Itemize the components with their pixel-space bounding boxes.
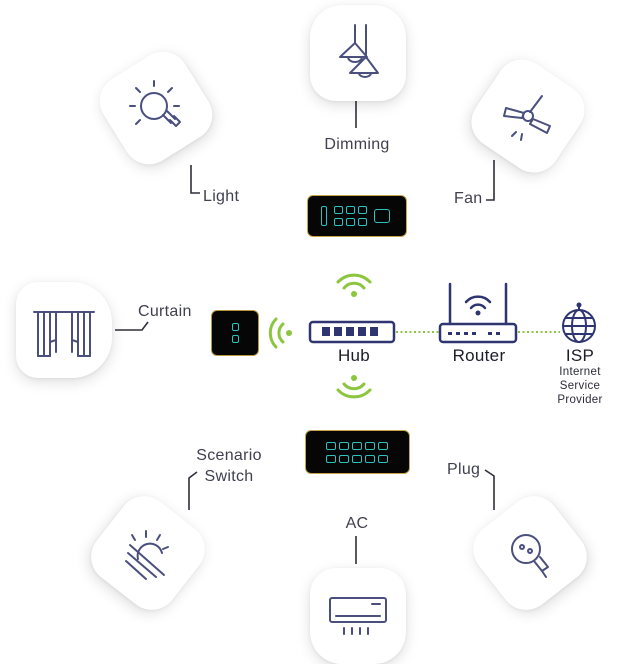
isp-sub-internet: Internet: [559, 366, 601, 378]
air-conditioner-icon: [329, 597, 387, 635]
light-bulb-icon: [129, 80, 181, 127]
light-card[interactable]: [89, 41, 223, 175]
curtain-switch-panel: [211, 310, 259, 356]
wifi-up-icon: [336, 273, 372, 297]
curtain-card[interactable]: [16, 282, 112, 378]
hub-label: Hub: [337, 346, 371, 365]
ac-card[interactable]: [310, 568, 406, 664]
scenario-card[interactable]: [80, 485, 216, 621]
dimming-label: Dimming: [324, 136, 390, 153]
plug-icon: [511, 534, 549, 578]
plug-connector: [484, 469, 495, 510]
curtain-label: Curtain: [138, 303, 192, 320]
ac-label: AC: [345, 515, 369, 532]
router-label: Router: [452, 346, 506, 365]
scenario-connector: [188, 471, 198, 510]
light-connector: [190, 165, 200, 194]
hub-icon: [308, 320, 396, 344]
dimming-card[interactable]: [310, 5, 406, 101]
plug-label: Plug: [447, 461, 481, 478]
ceiling-fan-icon: [503, 95, 551, 141]
top-switch-panel: [307, 195, 407, 237]
pendant-lamp-icon: [339, 24, 379, 78]
curtain-connector: [115, 321, 149, 331]
curtain-icon: [33, 311, 95, 357]
sun-scenario-icon: [125, 530, 169, 580]
isp-sub-provider: Provider: [557, 394, 603, 406]
light-label: Light: [203, 188, 240, 205]
bottom-switch-panel: [305, 430, 410, 474]
panel-indicator: [321, 206, 327, 226]
wifi-left-icon: [268, 317, 292, 349]
scenario-label: Scenario Switch: [196, 447, 262, 485]
fan-card[interactable]: [461, 49, 595, 183]
router-icon: [438, 282, 518, 344]
plug-card[interactable]: [462, 485, 598, 621]
fan-connector: [486, 160, 495, 201]
fan-label: Fan: [454, 190, 483, 207]
globe-icon: [562, 302, 596, 343]
wifi-down-icon: [336, 375, 372, 399]
isp-label: ISP: [565, 346, 595, 365]
isp-sub-service: Service: [559, 380, 601, 392]
